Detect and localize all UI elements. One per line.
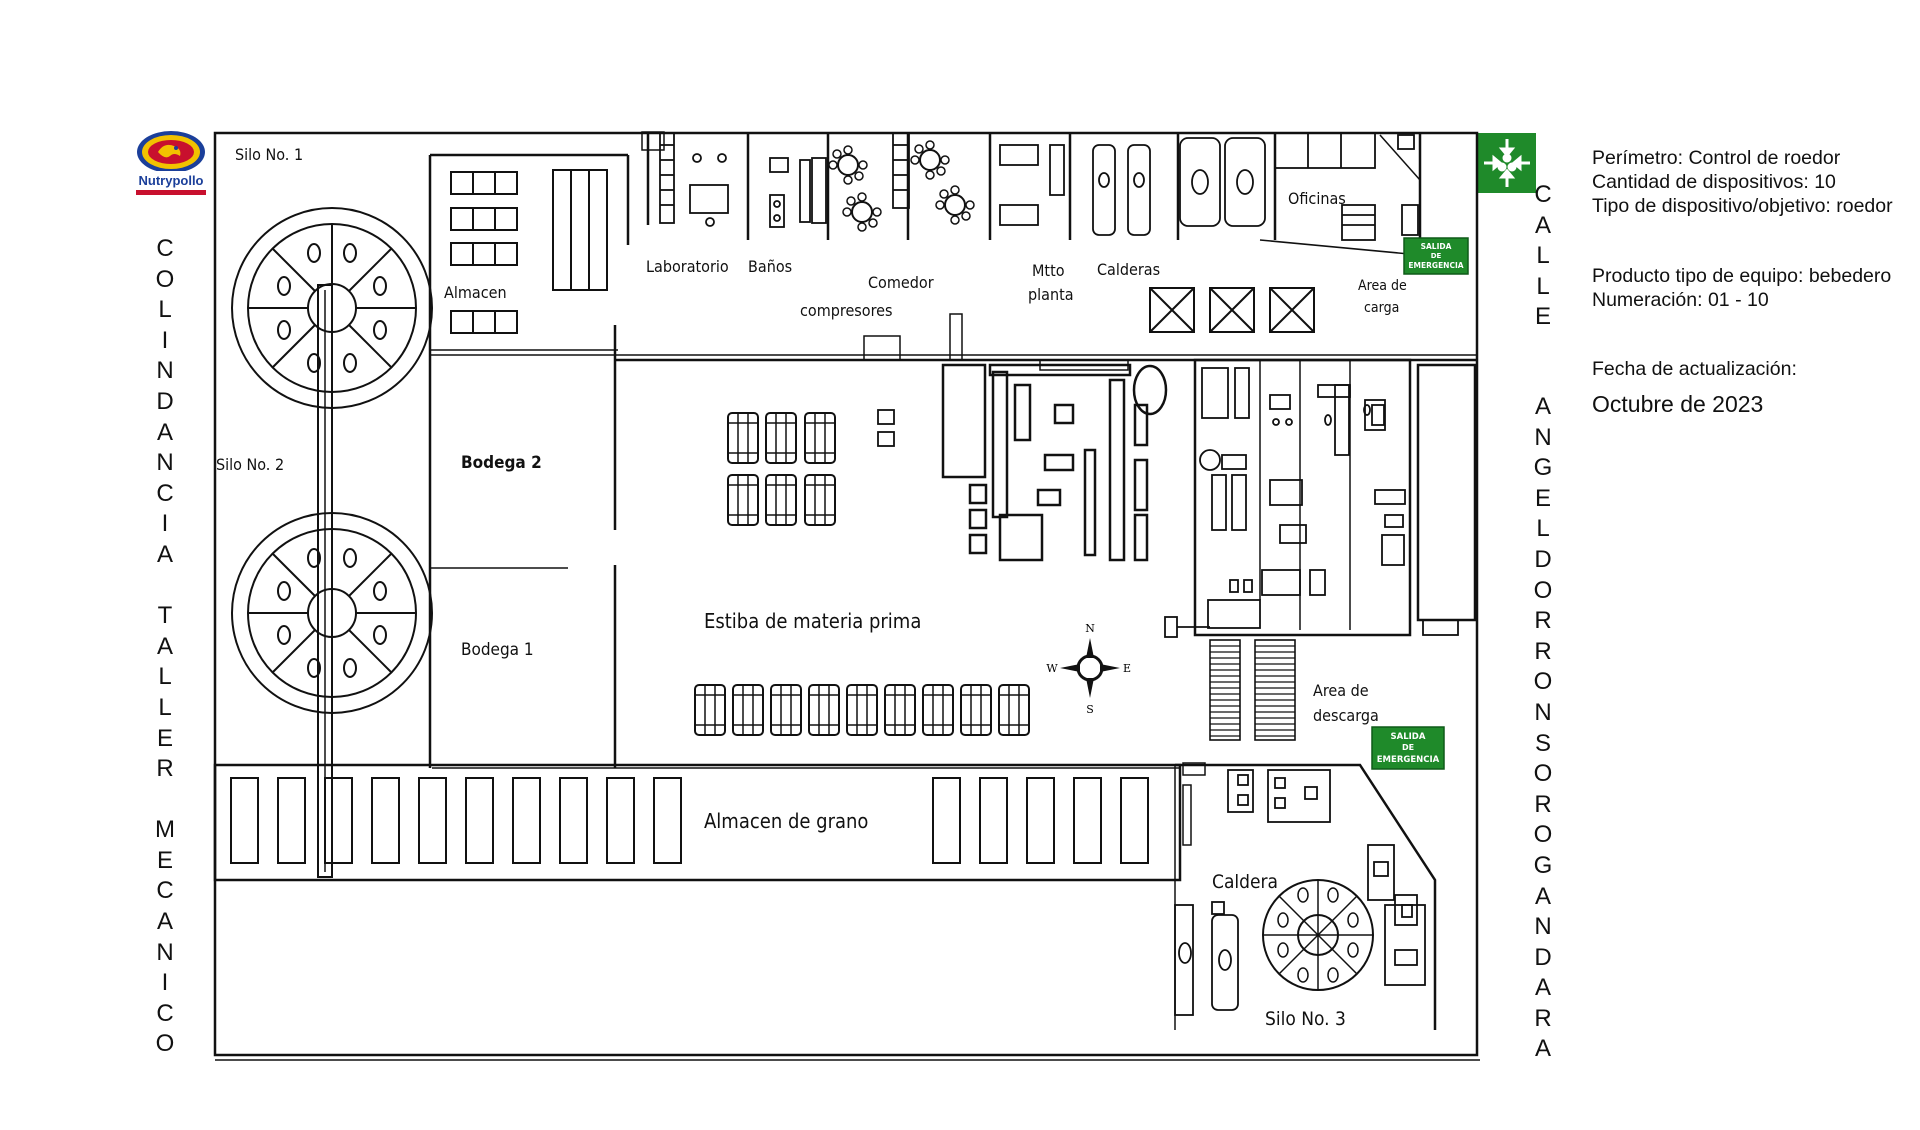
boiler-equipment xyxy=(1174,769,1426,1016)
label-planta: planta xyxy=(1028,285,1074,304)
right-street-label-top: C A L L E xyxy=(1534,181,1552,331)
label-silo-1: Silo No. 1 xyxy=(235,145,303,164)
compass-n: N xyxy=(1085,622,1095,635)
label-area-carga-1: Area de xyxy=(1358,278,1407,294)
label-silo-3: Silo No. 3 xyxy=(1265,1008,1346,1030)
unloading-ramps xyxy=(1209,639,1296,741)
emergency-exit-sign-bottom: SALIDA DE EMERGENCIA xyxy=(1371,726,1445,770)
label-almacen: Almacen xyxy=(444,283,507,302)
ramp-lines xyxy=(1210,645,1295,737)
emergency-exit-sign-top: SALIDA DE EMERGENCIA xyxy=(1403,237,1469,275)
label-mtto: Mtto xyxy=(1032,261,1065,280)
label-area-carga-2: carga xyxy=(1364,300,1399,316)
svg-text:SALIDA: SALIDA xyxy=(1421,242,1452,251)
label-laboratorio: Laboratorio xyxy=(646,257,729,276)
compass-e: E xyxy=(1123,662,1131,675)
svg-text:EMERGENCIA: EMERGENCIA xyxy=(1408,261,1463,270)
label-bodega-2: Bodega 2 xyxy=(461,453,542,473)
label-bodega-1: Bodega 1 xyxy=(461,640,534,660)
almacen-shelves xyxy=(450,169,608,334)
conveyor xyxy=(317,284,333,878)
label-comedor: Comedor xyxy=(868,273,934,292)
logo-text: Nutrypollo xyxy=(139,173,204,188)
label-caldera: Caldera xyxy=(1212,871,1278,893)
svg-text:EMERGENCIA: EMERGENCIA xyxy=(1377,755,1440,765)
info-update-label: Fecha de actualización: xyxy=(1592,358,1797,380)
grain-bins xyxy=(230,777,1149,864)
info-update-date: Octubre de 2023 xyxy=(1592,391,1764,417)
info-device-count: Cantidad de dispositivos: 10 xyxy=(1592,171,1836,193)
site-boundary xyxy=(213,131,1479,1057)
left-boundary-label: C O L I N D A N C I A T A L L E R M E C … xyxy=(155,235,175,1058)
label-banos: Baños xyxy=(748,257,792,276)
office-furniture xyxy=(659,132,1421,241)
process-equipment xyxy=(1164,367,1459,638)
info-equipment-type: Producto tipo de equipo: bebedero xyxy=(1592,265,1892,287)
label-oficinas: Oficinas xyxy=(1288,189,1346,208)
compass-s: S xyxy=(1086,703,1094,716)
svg-text:DE: DE xyxy=(1402,743,1414,752)
svg-text:SALIDA: SALIDA xyxy=(1391,732,1426,742)
label-compresores: compresores xyxy=(800,301,893,320)
nutrypollo-logo: Nutrypollo xyxy=(134,130,208,202)
info-perimeter: Perímetro: Control de roedor xyxy=(1592,147,1841,169)
label-almacen-grano: Almacen de grano xyxy=(704,809,868,833)
info-numbering: Numeración: 01 - 10 xyxy=(1592,289,1769,311)
svg-text:DE: DE xyxy=(1431,252,1442,260)
assembly-point-icon xyxy=(1484,139,1530,187)
right-street-label-bottom: A N G E L D O R R O N S O R O G A N D A … xyxy=(1533,393,1553,1063)
info-device-type: Tipo de dispositivo/objetivo: roedor xyxy=(1592,195,1893,217)
assembly-point-sign xyxy=(1478,133,1536,193)
compass-w: W xyxy=(1046,662,1058,675)
silo-3 xyxy=(1262,879,1374,991)
label-estiba: Estiba de materia prima xyxy=(704,609,921,633)
compass-rose-icon: N S W E xyxy=(1046,622,1131,716)
label-calderas: Calderas xyxy=(1097,260,1160,279)
label-area-descarga-1: Area de xyxy=(1313,681,1369,700)
label-area-descarga-2: descarga xyxy=(1313,706,1379,725)
label-silo-2: Silo No. 2 xyxy=(216,455,284,474)
